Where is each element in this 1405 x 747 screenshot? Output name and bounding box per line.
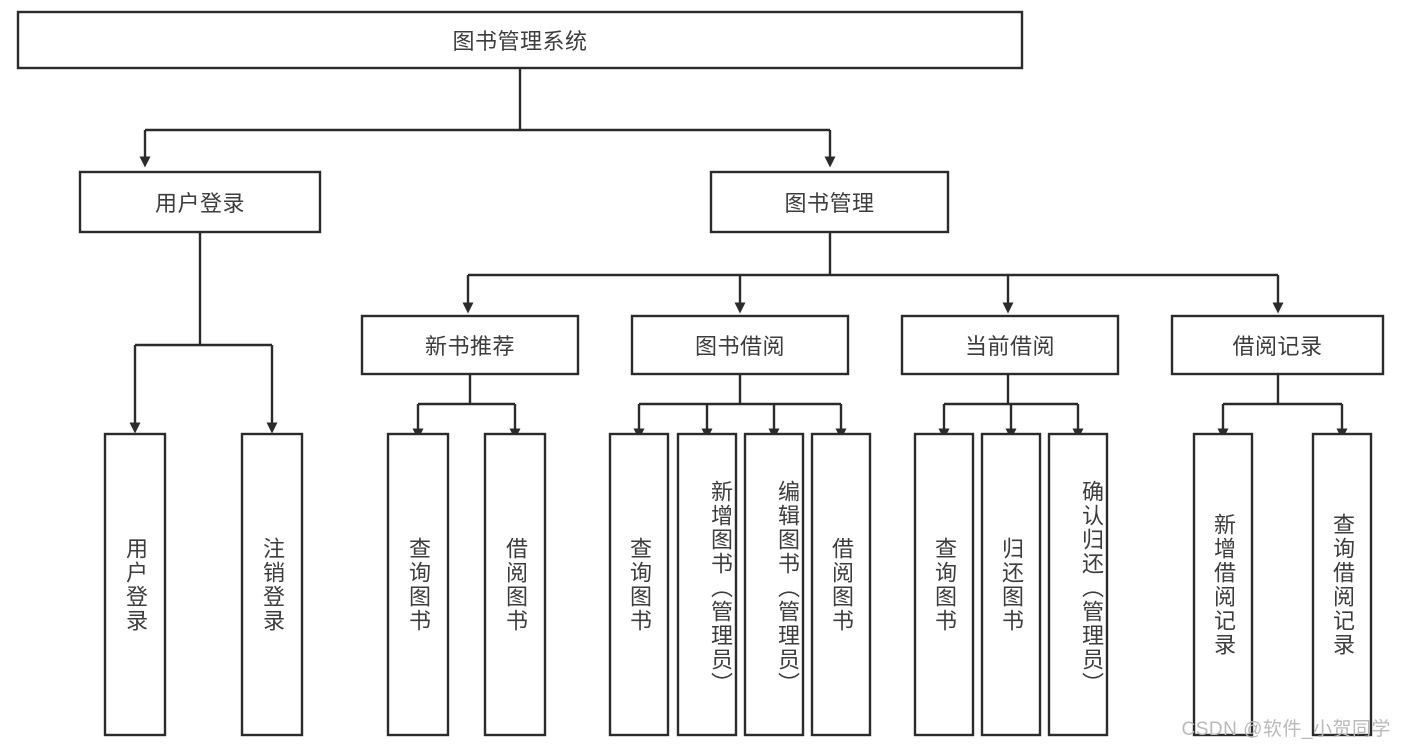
node-borrow-record[interactable] <box>1170 314 1385 376</box>
leaf-book-borrow-4[interactable] <box>810 432 872 737</box>
leaf-current-borrow-1[interactable] <box>913 432 975 737</box>
leaf-borrow-record-2[interactable] <box>1311 432 1373 737</box>
leaf-book-borrow-1[interactable] <box>608 432 670 737</box>
leaf-book-borrow-3[interactable] <box>743 432 805 737</box>
leaf-new-book-2[interactable] <box>483 432 547 737</box>
node-new-book-recommend[interactable] <box>360 314 580 376</box>
leaf-borrow-record-1[interactable] <box>1192 432 1254 737</box>
leaf-new-book-1[interactable] <box>386 432 450 737</box>
node-current-borrow[interactable] <box>900 314 1120 376</box>
leaf-current-borrow-2[interactable] <box>980 432 1042 737</box>
node-book-borrow[interactable] <box>630 314 850 376</box>
node-user-login[interactable] <box>78 170 322 234</box>
leaf-current-borrow-3[interactable] <box>1047 432 1109 737</box>
leaf-user-login-1[interactable] <box>103 432 167 737</box>
node-root-book-management-system[interactable] <box>16 10 1024 70</box>
leaf-user-login-2[interactable] <box>240 432 304 737</box>
leaf-book-borrow-2[interactable] <box>676 432 738 737</box>
node-book-management[interactable] <box>709 170 950 234</box>
